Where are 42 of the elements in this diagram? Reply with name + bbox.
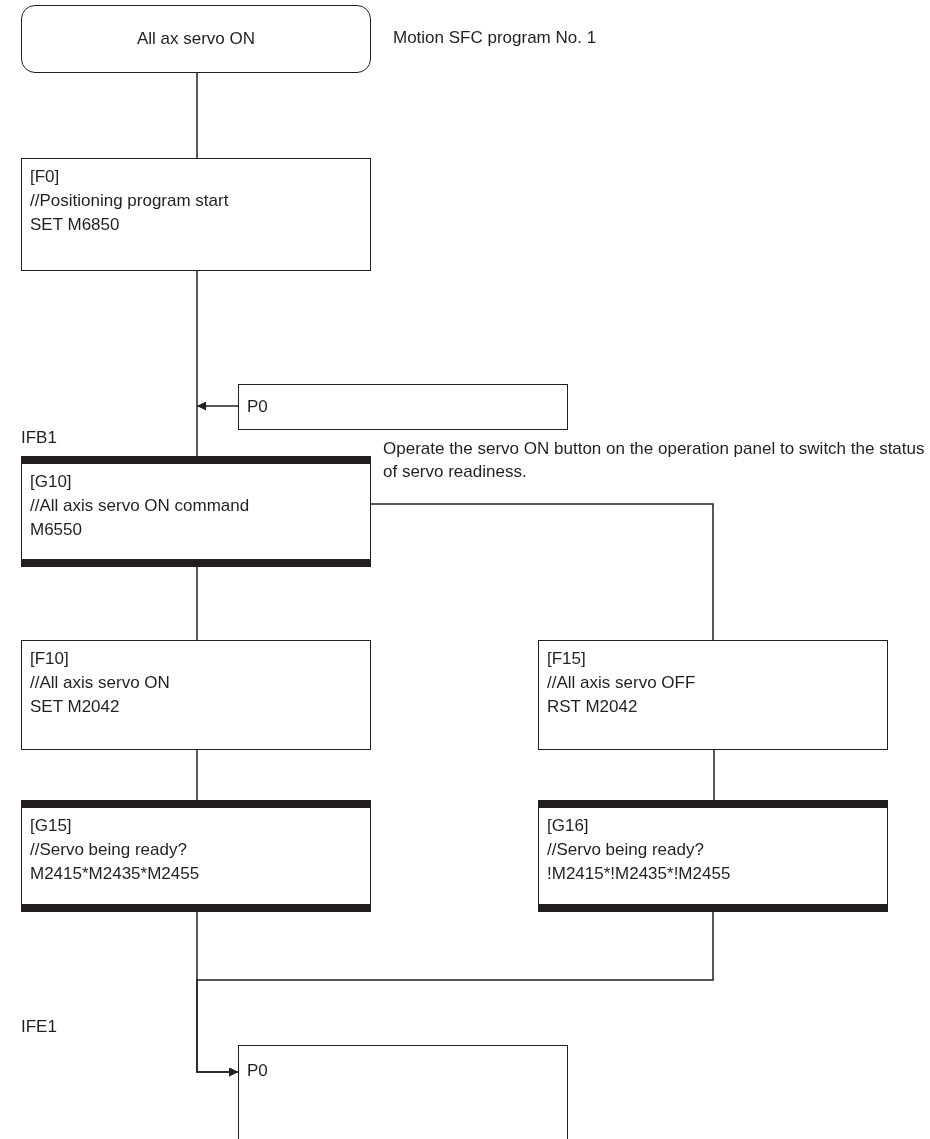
connector-line: [196, 749, 198, 801]
code-text: M2415*M2435*M2455: [30, 863, 201, 885]
connector-line: [196, 270, 198, 457]
code-text: SET M6850: [30, 214, 121, 236]
code-text: !M2415*!M2435*!M2455: [547, 863, 732, 885]
node-label: P0: [247, 1060, 269, 1082]
operation-step-box: [21, 640, 371, 750]
connector-line: [370, 503, 714, 641]
jump-box: [238, 1045, 568, 1139]
step-number: [G10]: [30, 471, 73, 493]
connector-line: [196, 72, 198, 159]
note-text: Operate the servo ON button on the operation panel to switch the status of servo readiness.: [383, 438, 926, 483]
jump-box: [238, 384, 568, 430]
transition-box: [21, 800, 371, 912]
code-text: SET M2042: [30, 696, 121, 718]
step-number: [G15]: [30, 815, 73, 837]
comment-text: //Servo being ready?: [30, 839, 188, 861]
connector-line: [713, 749, 715, 801]
step-number: [F0]: [30, 166, 61, 188]
code-text: M6550: [30, 519, 83, 541]
connector-line: [196, 566, 198, 641]
start-step-box: [21, 5, 371, 73]
comment-text: //Positioning program start: [30, 190, 230, 212]
arrow: [196, 401, 239, 411]
operation-step-box: [21, 158, 371, 271]
node-label: All ax servo ON: [136, 28, 256, 50]
node-label: P0: [247, 396, 269, 418]
comment-text: //Servo being ready?: [547, 839, 705, 861]
program-caption: Motion SFC program No. 1: [393, 27, 597, 49]
branch-label: IFE1: [21, 1016, 58, 1038]
step-number: [G16]: [547, 815, 590, 837]
branch-label: IFB1: [21, 427, 58, 449]
transition-box: [21, 456, 371, 567]
comment-text: //All axis servo ON command: [30, 495, 251, 517]
operation-step-box: [538, 640, 888, 750]
step-number: [F10]: [30, 648, 70, 670]
comment-text: //All axis servo ON: [30, 672, 171, 694]
step-number: [F15]: [547, 648, 587, 670]
code-text: RST M2042: [547, 696, 639, 718]
transition-box: [538, 800, 888, 912]
comment-text: //All axis servo OFF: [547, 672, 697, 694]
arrow: [196, 911, 714, 1077]
